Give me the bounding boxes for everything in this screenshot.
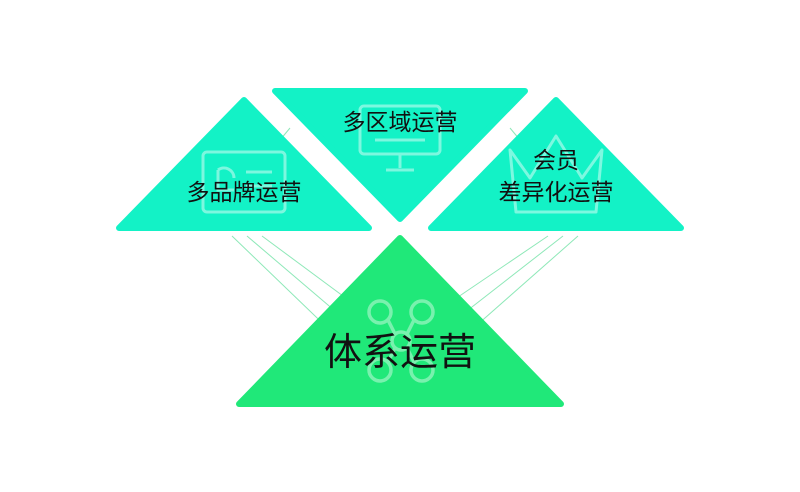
network-nodes-icon xyxy=(367,299,435,383)
member-operation-label-line2: 差异化运营 xyxy=(498,180,614,206)
region-operation-label: 多区域运营 xyxy=(342,110,458,136)
region-triangle xyxy=(272,88,528,222)
presentation-board-icon xyxy=(201,150,287,214)
brand-operation-label: 多品牌运营 xyxy=(186,180,302,206)
crown-icon xyxy=(508,134,604,214)
system-operation-label: 体系运营 xyxy=(323,330,476,374)
monitor-icon xyxy=(358,104,442,172)
system-triangle xyxy=(236,235,564,407)
member-operation-label-line1: 会员 xyxy=(533,148,579,174)
member-triangle xyxy=(428,97,684,231)
brand-triangle xyxy=(116,97,372,231)
